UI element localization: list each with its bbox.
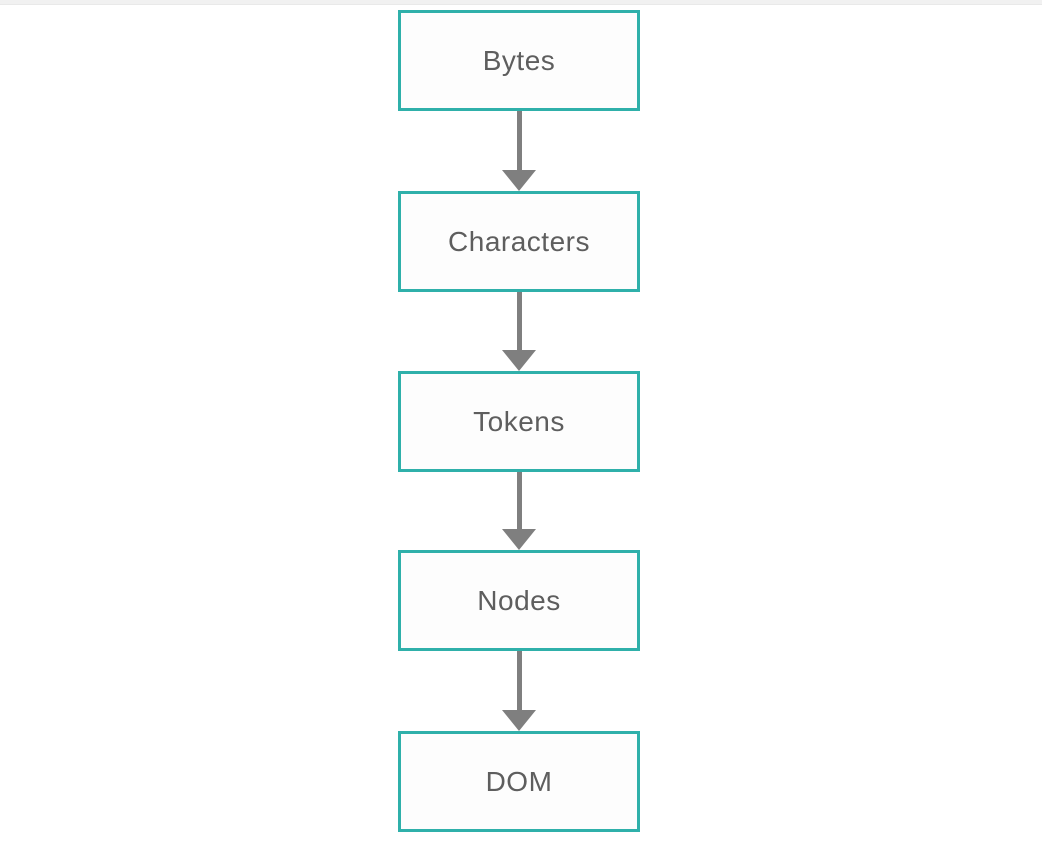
node-tokens-label: Tokens	[473, 405, 565, 437]
node-characters-label: Characters	[448, 225, 590, 257]
arrow-line	[516, 292, 522, 350]
arrow-down-icon	[502, 350, 536, 371]
node-bytes-label: Bytes	[482, 44, 556, 76]
edge-tokens-to-nodes	[502, 472, 536, 550]
node-dom-label: DOM	[485, 765, 553, 797]
node-bytes: Bytes	[398, 10, 640, 111]
edge-bytes-to-characters	[502, 111, 536, 191]
arrow-line	[516, 472, 522, 529]
page-top-divider	[0, 0, 1042, 5]
node-tokens: Tokens	[398, 371, 640, 472]
node-characters: Characters	[398, 191, 640, 292]
node-dom: DOM	[398, 731, 640, 832]
arrow-line	[516, 651, 522, 710]
edge-characters-to-tokens	[502, 292, 536, 371]
arrow-down-icon	[502, 529, 536, 550]
node-nodes-label: Nodes	[477, 584, 561, 616]
arrow-line	[516, 111, 522, 170]
node-nodes: Nodes	[398, 550, 640, 651]
arrow-down-icon	[502, 710, 536, 731]
edge-nodes-to-dom	[502, 651, 536, 731]
arrow-down-icon	[502, 170, 536, 191]
